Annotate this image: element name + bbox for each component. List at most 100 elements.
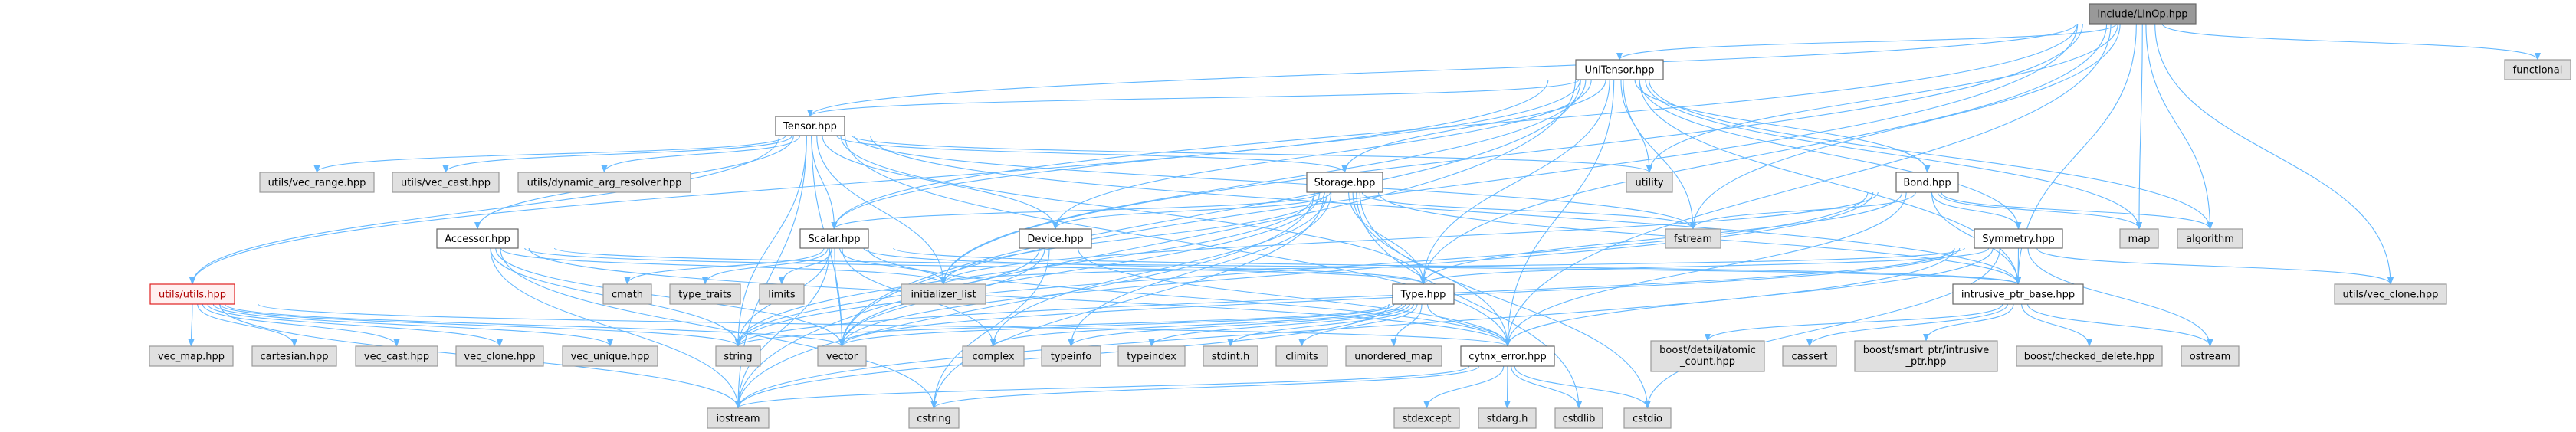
node-box[interactable] <box>1393 407 1460 429</box>
node-box[interactable] <box>901 283 986 305</box>
node-vec_range[interactable]: utils/vec_range.hpp <box>259 172 375 193</box>
node-box[interactable] <box>908 407 960 429</box>
node-box[interactable] <box>1306 172 1383 193</box>
node-box[interactable] <box>602 283 652 305</box>
node-typeindex[interactable]: typeindex <box>1117 345 1186 367</box>
node-box[interactable] <box>251 345 337 367</box>
node-box[interactable] <box>1478 407 1537 429</box>
node-box[interactable] <box>436 228 519 249</box>
node-cstdlib[interactable]: cstdlib <box>1554 407 1603 429</box>
node-linop[interactable]: include/LinOp.hpp <box>2089 3 2197 25</box>
node-box[interactable] <box>2504 59 2571 80</box>
node-box[interactable] <box>1626 172 1673 193</box>
node-unordered_map[interactable]: unordered_map <box>1345 345 1442 367</box>
node-vec_map[interactable]: vec_map.hpp <box>149 345 234 367</box>
node-box[interactable] <box>962 345 1025 367</box>
node-utility[interactable]: utility <box>1626 172 1673 193</box>
node-cytnx_error[interactable]: cytnx_error.hpp <box>1460 345 1555 367</box>
node-stdarg[interactable]: stdarg.h <box>1478 407 1537 429</box>
node-box[interactable] <box>2016 345 2163 367</box>
node-cmath[interactable]: cmath <box>602 283 652 305</box>
node-string[interactable]: string <box>715 345 761 367</box>
node-box[interactable] <box>392 172 500 193</box>
node-box[interactable] <box>517 172 691 193</box>
node-box[interactable] <box>1650 340 1765 372</box>
node-map[interactable]: map <box>2119 228 2159 249</box>
node-box[interactable] <box>1345 345 1442 367</box>
node-functional[interactable]: functional <box>2504 59 2571 80</box>
node-iostream[interactable]: iostream <box>707 407 770 429</box>
node-box[interactable] <box>799 228 869 249</box>
node-box[interactable] <box>2119 228 2159 249</box>
node-typeinfo[interactable]: typeinfo <box>1041 345 1101 367</box>
node-box[interactable] <box>1854 340 1998 372</box>
node-unitensor[interactable]: UniTensor.hpp <box>1575 59 1664 80</box>
node-box[interactable] <box>775 116 845 136</box>
node-box[interactable] <box>355 345 438 367</box>
node-box[interactable] <box>1019 228 1092 249</box>
node-algorithm[interactable]: algorithm <box>2177 228 2243 249</box>
node-symmetry[interactable]: Symmetry.hpp <box>1974 228 2063 249</box>
node-accessor[interactable]: Accessor.hpp <box>436 228 519 249</box>
node-box[interactable] <box>1895 172 1959 193</box>
node-intrusive[interactable]: intrusive_ptr_base.hpp <box>1952 283 2084 305</box>
node-ostream[interactable]: ostream <box>2181 345 2240 367</box>
node-limits[interactable]: limits <box>759 283 805 305</box>
node-cstdio[interactable]: cstdio <box>1623 407 1672 429</box>
node-type_traits[interactable]: type_traits <box>669 283 741 305</box>
node-box[interactable] <box>2089 3 2197 25</box>
node-box[interactable] <box>1117 345 1186 367</box>
node-box[interactable] <box>1041 345 1101 367</box>
node-fstream[interactable]: fstream <box>1665 228 1721 249</box>
node-cstring[interactable]: cstring <box>908 407 960 429</box>
node-dyn[interactable]: utils/dynamic_arg_resolver.hpp <box>517 172 691 193</box>
node-box[interactable] <box>259 172 375 193</box>
node-vector[interactable]: vector <box>817 345 867 367</box>
node-box[interactable] <box>1665 228 1721 249</box>
node-box[interactable] <box>455 345 544 367</box>
node-u_vec_cast[interactable]: utils/vec_cast.hpp <box>392 172 500 193</box>
node-utils[interactable]: utils/utils.hpp <box>149 283 235 305</box>
node-box[interactable] <box>1203 345 1258 367</box>
node-box[interactable] <box>1554 407 1603 429</box>
node-u_vec_clone[interactable]: utils/vec_clone.hpp <box>2334 283 2447 305</box>
node-box[interactable] <box>817 345 867 367</box>
node-box[interactable] <box>149 283 235 305</box>
node-box[interactable] <box>1460 345 1555 367</box>
node-storage[interactable]: Storage.hpp <box>1306 172 1383 193</box>
node-cassert[interactable]: cassert <box>1782 345 1837 367</box>
node-type[interactable]: Type.hpp <box>1392 283 1455 305</box>
node-bond[interactable]: Bond.hpp <box>1895 172 1959 193</box>
node-box[interactable] <box>2177 228 2243 249</box>
node-cartesian[interactable]: cartesian.hpp <box>251 345 337 367</box>
node-box[interactable] <box>669 283 741 305</box>
node-stdint[interactable]: stdint.h <box>1203 345 1258 367</box>
node-stdexcept[interactable]: stdexcept <box>1393 407 1460 429</box>
node-box[interactable] <box>2181 345 2240 367</box>
node-tensor[interactable]: Tensor.hpp <box>775 116 845 136</box>
node-vec_clone[interactable]: vec_clone.hpp <box>455 345 544 367</box>
node-vec_cast[interactable]: vec_cast.hpp <box>355 345 438 367</box>
node-box[interactable] <box>1782 345 1837 367</box>
node-box[interactable] <box>2334 283 2447 305</box>
node-climits[interactable]: climits <box>1275 345 1328 367</box>
node-box[interactable] <box>1623 407 1672 429</box>
node-box[interactable] <box>562 345 658 367</box>
node-box[interactable] <box>715 345 761 367</box>
node-box[interactable] <box>1392 283 1455 305</box>
node-box[interactable] <box>1974 228 2063 249</box>
node-complex[interactable]: complex <box>962 345 1025 367</box>
node-boost_intr[interactable]: boost/smart_ptr/intrusive_ptr.hpp <box>1854 340 1998 372</box>
node-init_list[interactable]: initializer_list <box>901 283 986 305</box>
node-atomic[interactable]: boost/detail/atomic_count.hpp <box>1650 340 1765 372</box>
node-vec_unique[interactable]: vec_unique.hpp <box>562 345 658 367</box>
node-box[interactable] <box>759 283 805 305</box>
node-box[interactable] <box>707 407 770 429</box>
node-scalar[interactable]: Scalar.hpp <box>799 228 869 249</box>
node-box[interactable] <box>1275 345 1328 367</box>
node-box[interactable] <box>1575 59 1664 80</box>
node-checked_delete[interactable]: boost/checked_delete.hpp <box>2016 345 2163 367</box>
node-device[interactable]: Device.hpp <box>1019 228 1092 249</box>
node-box[interactable] <box>149 345 234 367</box>
node-box[interactable] <box>1952 283 2084 305</box>
